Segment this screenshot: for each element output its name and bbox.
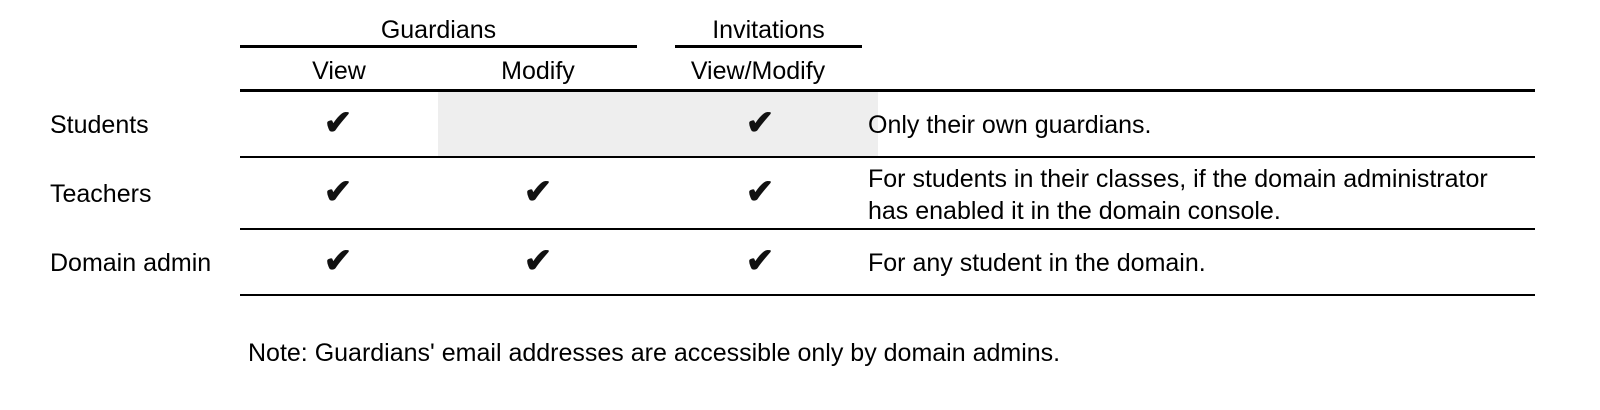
description-teachers: For students in their classes, if the do… — [868, 165, 1488, 225]
row-rule-1 — [240, 156, 1535, 158]
check-icon-students-guardians-view: ✔ — [323, 104, 353, 142]
header-rule — [240, 89, 1535, 92]
column-group-guardians-rule — [240, 45, 637, 48]
row-rule-3 — [240, 294, 1535, 296]
row-label-domain-admin: Domain admin — [50, 249, 212, 277]
row-label-teachers: Teachers — [50, 180, 152, 208]
check-icon-students-invitations: ✔ — [745, 104, 775, 142]
check-icon-teachers-invitations: ✔ — [745, 173, 775, 211]
column-header-guardians-modify: Modify — [501, 57, 575, 85]
column-group-invitations-label: Invitations — [712, 16, 825, 44]
cell-students-guardians-modify-disabled — [438, 92, 878, 156]
check-icon-domain-admin-guardians-modify: ✔ — [523, 242, 553, 280]
description-students: Only their own guardians. — [868, 111, 1152, 139]
row-rule-2 — [240, 228, 1535, 230]
check-icon-teachers-guardians-view: ✔ — [323, 173, 353, 211]
column-group-guardians-label: Guardians — [380, 16, 497, 44]
column-group-invitations-rule — [675, 45, 862, 48]
column-header-guardians-view: View — [312, 57, 366, 85]
check-icon-domain-admin-invitations: ✔ — [745, 242, 775, 280]
description-domain-admin: For any student in the domain. — [868, 249, 1206, 277]
column-header-invitations-view-modify: View/Modify — [690, 57, 826, 85]
footnote: Note: Guardians' email addresses are acc… — [248, 339, 1061, 367]
check-icon-domain-admin-guardians-view: ✔ — [323, 242, 353, 280]
row-label-students: Students — [50, 111, 149, 139]
check-icon-teachers-guardians-modify: ✔ — [523, 173, 553, 211]
